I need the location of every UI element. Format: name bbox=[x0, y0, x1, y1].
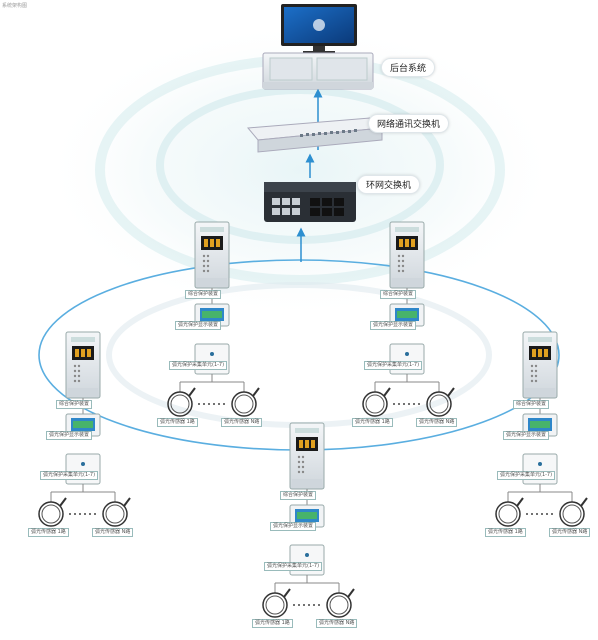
sensor-coil-icon bbox=[559, 501, 585, 527]
backend-label: 后台系统 bbox=[381, 58, 436, 77]
protection-device-label: 综合保护装置 bbox=[513, 400, 550, 409]
sensor-coil-icon bbox=[231, 391, 257, 417]
sensor-coil-icon bbox=[362, 391, 388, 417]
fiber-module-label: 弧光保护采集单元(1-7) bbox=[169, 361, 228, 370]
corner-text: 系统架构图 bbox=[2, 3, 28, 9]
protection-device-label: 综合保护装置 bbox=[56, 400, 93, 409]
sensor-coil-icon bbox=[326, 592, 352, 618]
sensor-coil-icon bbox=[167, 391, 193, 417]
sensor-n-label: 弧光传感器 N路 bbox=[549, 528, 591, 537]
sensor-coil-icon bbox=[38, 501, 64, 527]
sensor-1-label: 弧光传感器 1路 bbox=[252, 619, 293, 628]
background-swirl bbox=[40, 20, 560, 320]
protection-device-label: 综合保护装置 bbox=[380, 290, 417, 299]
sensor-coil-icon bbox=[262, 592, 288, 618]
sensor-n-label: 弧光传感器 N路 bbox=[221, 418, 263, 427]
fiber-display-label: 弧光保护显示装置 bbox=[175, 321, 222, 330]
fiber-module-label: 弧光保护采集单元(1-7) bbox=[364, 361, 423, 370]
fiber-display-label: 弧光保护显示装置 bbox=[370, 321, 417, 330]
sensor-coil-icon bbox=[102, 501, 128, 527]
sensor-1-label: 弧光传感器 1路 bbox=[28, 528, 69, 537]
sensor-n-label: 弧光传感器 N路 bbox=[92, 528, 134, 537]
sensor-1-label: 弧光传感器 1路 bbox=[352, 418, 393, 427]
sensor-coil-icon bbox=[495, 501, 521, 527]
fiber-display-label: 弧光保护显示装置 bbox=[46, 431, 93, 440]
protection-device-label: 综合保护装置 bbox=[280, 491, 317, 500]
sensor-n-label: 弧光传感器 N路 bbox=[416, 418, 458, 427]
backend-system bbox=[262, 4, 374, 90]
network-switch bbox=[246, 117, 384, 153]
network-switch-label: 网络通讯交换机 bbox=[368, 114, 450, 133]
fiber-module-label: 弧光保护采集单元(1-7) bbox=[40, 471, 99, 480]
sensor-1-label: 弧光传感器 1路 bbox=[157, 418, 198, 427]
protection-device-label: 综合保护装置 bbox=[185, 290, 222, 299]
fiber-module-label: 弧光保护采集单元(1-7) bbox=[264, 562, 323, 571]
fiber-display-label: 弧光保护显示装置 bbox=[503, 431, 550, 440]
ring-switch bbox=[264, 182, 356, 222]
sensor-1-label: 弧光传感器 1路 bbox=[485, 528, 526, 537]
sensor-coil-icon bbox=[426, 391, 452, 417]
background-ring bbox=[156, 86, 444, 244]
fiber-module-label: 弧光保护采集单元(1-7) bbox=[497, 471, 556, 480]
sensor-n-label: 弧光传感器 N路 bbox=[316, 619, 358, 628]
ring-switch-label: 环网交换机 bbox=[357, 175, 421, 194]
fiber-display-label: 弧光保护显示装置 bbox=[270, 522, 317, 531]
